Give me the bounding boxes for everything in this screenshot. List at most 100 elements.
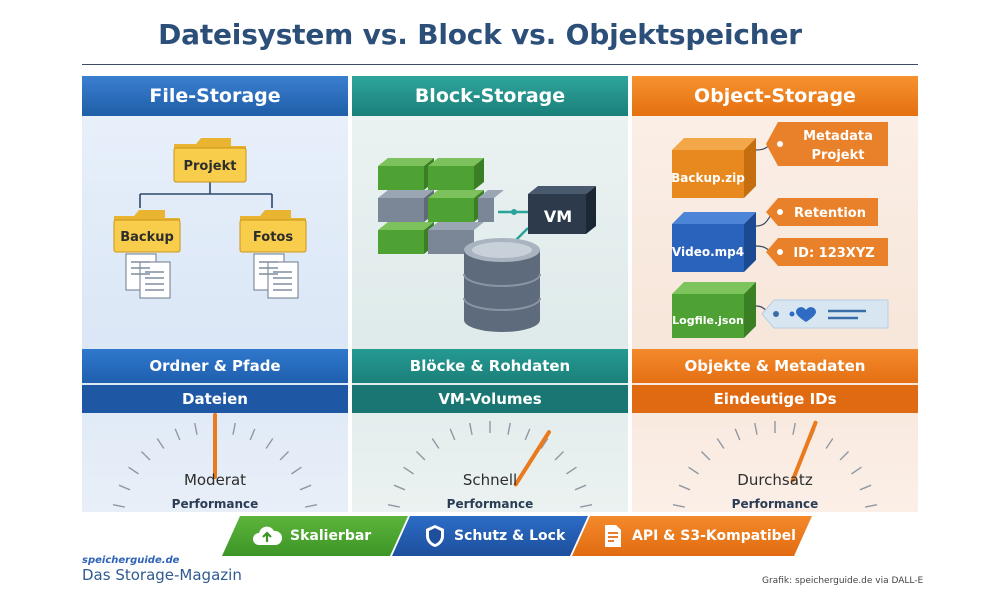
object-label-video: Video.mp4: [672, 245, 744, 259]
gauge-tick: [112, 504, 125, 508]
metadata-tag: Metadata Projekt: [766, 122, 888, 166]
vm-label: VM: [544, 207, 572, 226]
object-storage-header: Object-Storage: [632, 76, 918, 116]
document-icon: [602, 524, 624, 548]
gauge-tick: [118, 484, 131, 491]
gauge-tick: [524, 428, 531, 441]
badge-api-s3: API & S3-Kompatibel: [572, 516, 812, 556]
badge-label: API & S3-Kompatibel: [632, 528, 796, 544]
file-storage-performance-value: Moderat: [183, 471, 247, 489]
gauge-tick: [507, 422, 511, 435]
brand-site: speicherguide.de: [82, 555, 180, 566]
tag-metadata: Metadata: [803, 129, 873, 144]
object-storage-feature-1: Objekte & Metadaten: [632, 349, 918, 383]
gauge-tick: [431, 438, 440, 449]
database-icon: [463, 238, 541, 332]
block-storage-feature-1: Blöcke & Rohdaten: [352, 349, 628, 383]
gauge-tick: [156, 438, 165, 449]
folder-icon: Backup: [113, 210, 181, 253]
block-storage-header: Block-Storage: [352, 76, 628, 116]
object-cube-icon: Video.mp4: [672, 212, 756, 272]
object-storage-column: Object-Storage Backup.zip Video.mp4 Logf…: [632, 76, 918, 512]
gauge-tick: [279, 450, 290, 461]
gauge-tick: [825, 438, 834, 449]
folder-icon: Fotos: [239, 210, 307, 253]
badge-label: Schutz & Lock: [454, 528, 566, 544]
file-storage-performance-label: Performance: [171, 497, 259, 511]
performance-gauge-block: [387, 421, 593, 508]
gauge-tick: [128, 466, 139, 475]
gauge-tick: [415, 450, 426, 461]
object-cube-icon: Backup.zip: [671, 138, 756, 198]
gauge-tick: [865, 504, 878, 508]
document-stack-icon: [125, 253, 171, 299]
object-storage-performance-value: Durchsatz: [737, 471, 813, 489]
object-storage-performance-label: Performance: [731, 497, 819, 511]
gauge-tick: [792, 422, 796, 435]
gauge-tick: [403, 466, 414, 475]
vm-server-icon: VM: [528, 186, 596, 234]
cloud-upload-icon: [252, 525, 282, 547]
brand-tagline: Das Storage-Magazin: [82, 566, 242, 584]
id-tag: ID: 123XYZ: [766, 238, 888, 266]
badge-skalierbar: Skalierbar: [222, 516, 408, 556]
title-divider: [82, 64, 918, 65]
storage-blocks-icon: [378, 158, 504, 254]
gauge-tick: [672, 504, 685, 508]
gauge-tick: [700, 450, 711, 461]
gauge-tick: [174, 428, 181, 441]
gauge-needle: [790, 420, 818, 483]
gauge-tick: [387, 504, 400, 508]
gauge-tick: [249, 428, 256, 441]
file-storage-column: File-Storage Projekt Backup Fotos: [82, 76, 348, 512]
gauge-tick: [554, 450, 565, 461]
folder-label-backup: Backup: [120, 230, 174, 245]
tag-connector-lines: [755, 143, 775, 315]
gauge-tick: [851, 466, 862, 475]
block-storage-performance-label: Performance: [446, 497, 534, 511]
gauge-tick: [265, 438, 274, 449]
folder-label-fotos: Fotos: [253, 230, 293, 245]
block-storage-illustration: VM: [378, 158, 596, 332]
retention-tag: Retention: [766, 198, 878, 226]
file-storage-feature-2: Dateien: [82, 385, 348, 413]
gauge-tick: [540, 438, 549, 449]
folder-icon: Projekt: [173, 138, 247, 183]
object-label-logfile: Logfile.json: [672, 314, 744, 327]
gauge-tick: [688, 466, 699, 475]
image-credit: Grafik: speicherguide.de via DALL-E: [762, 576, 924, 586]
object-label-backup: Backup.zip: [671, 171, 745, 185]
file-storage-illustration: Projekt Backup Fotos: [113, 138, 307, 299]
gauge-tick: [449, 428, 456, 441]
gauge-tick: [678, 484, 691, 491]
page-title: Dateisystem vs. Block vs. Objektspeicher: [158, 18, 802, 51]
gauge-tick: [305, 504, 318, 508]
gauge-tick: [194, 422, 198, 435]
document-stack-icon: [253, 253, 299, 299]
gauge-tick: [469, 422, 473, 435]
gauge-tick: [566, 466, 577, 475]
object-storage-feature-2: Eindeutige IDs: [632, 385, 918, 413]
folder-tree-lines: [139, 180, 273, 208]
gauge-tick: [859, 484, 872, 491]
performance-gauge-file: [112, 413, 318, 508]
gauge-tick: [299, 484, 312, 491]
gauge-tick: [574, 484, 587, 491]
gauge-needle: [513, 430, 551, 487]
tag-projekt: Projekt: [811, 148, 864, 163]
badge-schutz-lock: Schutz & Lock: [392, 516, 588, 556]
object-storage-illustration: Backup.zip Video.mp4 Logfile.json Metada…: [671, 122, 889, 338]
gauge-tick: [716, 438, 725, 449]
performance-gauge-object: [672, 420, 878, 508]
gauge-tick: [734, 428, 741, 441]
block-storage-feature-2: VM-Volumes: [352, 385, 628, 413]
file-storage-header: File-Storage: [82, 76, 348, 116]
block-storage-column: Block-Storage VM: [352, 76, 628, 512]
gauge-tick: [140, 450, 151, 461]
gauge-tick: [232, 422, 236, 435]
gauge-tick: [580, 504, 593, 508]
object-cube-icon: Logfile.json: [672, 282, 756, 338]
gauge-tick: [839, 450, 850, 461]
block-storage-performance-value: Schnell: [462, 471, 518, 489]
gauge-tick: [291, 466, 302, 475]
